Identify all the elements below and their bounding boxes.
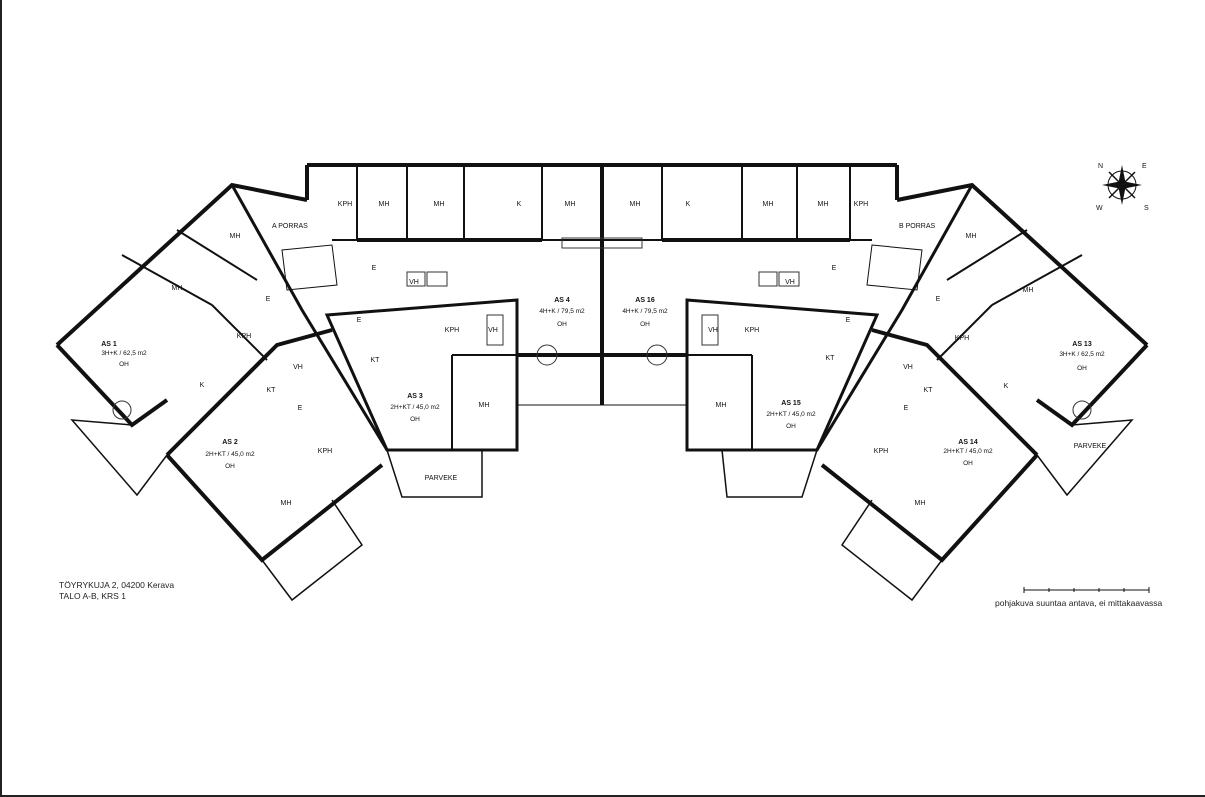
room-kph: KPH	[237, 333, 251, 340]
room-kt: KT	[924, 387, 934, 394]
room-k: K	[686, 201, 691, 208]
as4-oh: OH	[557, 321, 567, 328]
room-e: E	[904, 405, 909, 412]
as13-type: 3H+K / 62,5 m2	[1059, 351, 1105, 358]
as3-oh: OH	[410, 416, 420, 423]
room-e: E	[372, 265, 377, 272]
room-e: E	[357, 317, 362, 324]
as13-oh: OH	[1077, 365, 1087, 372]
as14-name: AS 14	[958, 439, 978, 446]
room-parveke: PARVEKE	[425, 475, 458, 482]
room-parveke: PARVEKE	[1074, 443, 1107, 450]
room-e: E	[936, 296, 941, 303]
compass-n: N	[1098, 163, 1103, 170]
as3-name: AS 3	[407, 393, 423, 400]
room-e: E	[832, 265, 837, 272]
compass-icon: N E S W	[1096, 163, 1149, 212]
room-mh: MH	[716, 402, 727, 409]
as16-name: AS 16	[635, 297, 655, 304]
room-vh: VH	[708, 327, 718, 334]
room-e: E	[266, 296, 271, 303]
as15-name: AS 15	[781, 400, 801, 407]
room-mh: MH	[966, 233, 977, 240]
room-vh: VH	[903, 364, 913, 371]
fixtures	[112, 237, 1092, 420]
as13-name: AS 13	[1072, 341, 1092, 348]
as3-type: 2H+KT / 45,0 m2	[390, 404, 440, 411]
scale-note: pohjakuva suuntaa antava, ei mittakaavas…	[995, 598, 1163, 608]
walls	[55, 163, 1149, 602]
room-kt: KT	[826, 355, 836, 362]
as4-type: 4H+K / 79,5 m2	[539, 308, 585, 315]
room-kph: KPH	[874, 448, 888, 455]
scale-bar	[1023, 587, 1150, 593]
room-mh: MH	[379, 201, 390, 208]
room-k: K	[1004, 383, 1009, 390]
as1-name: AS 1	[101, 341, 117, 348]
room-kph: KPH	[318, 448, 332, 455]
room-kph: KPH	[854, 201, 868, 208]
as14-type: 2H+KT / 45,0 m2	[943, 448, 993, 455]
room-mh: MH	[479, 402, 490, 409]
room-e: E	[846, 317, 851, 324]
room-mh: MH	[1023, 287, 1034, 294]
room-kph: KPH	[338, 201, 352, 208]
room-kph: KPH	[445, 327, 459, 334]
address-block: TÖYRYKUJA 2, 04200 Kerava TALO A-B, KRS …	[59, 580, 174, 602]
as15-oh: OH	[786, 423, 796, 430]
room-vh: VH	[293, 364, 303, 371]
room-mh: MH	[915, 500, 926, 507]
room-mh: MH	[630, 201, 641, 208]
room-kt: KT	[267, 387, 277, 394]
compass-s: S	[1144, 205, 1149, 212]
room-mh: MH	[434, 201, 445, 208]
room-vh: VH	[785, 279, 795, 286]
room-mh: MH	[818, 201, 829, 208]
as4-name: AS 4	[554, 297, 570, 304]
room-e: E	[298, 405, 303, 412]
as16-oh: OH	[640, 321, 650, 328]
room-k: K	[200, 382, 205, 389]
compass-w: W	[1096, 205, 1103, 212]
room-kt: KT	[371, 357, 381, 364]
room-mh: MH	[763, 201, 774, 208]
room-kph: KPH	[955, 335, 969, 342]
address-line1: TÖYRYKUJA 2, 04200 Kerava	[59, 580, 175, 590]
room-vh: VH	[409, 279, 419, 286]
room-vh: VH	[488, 327, 498, 334]
as2-name: AS 2	[222, 439, 238, 446]
room-mh: MH	[281, 500, 292, 507]
room-k: K	[517, 201, 522, 208]
as16-type: 4H+K / 79,5 m2	[622, 308, 668, 315]
stair-a-label: A PORRAS	[272, 223, 308, 230]
as1-type: 3H+K / 62,5 m2	[101, 350, 147, 357]
as2-oh: OH	[225, 463, 235, 470]
room-kph: KPH	[745, 327, 759, 334]
as1-oh: OH	[119, 361, 129, 368]
as2-type: 2H+KT / 45,0 m2	[205, 451, 255, 458]
room-mh: MH	[230, 233, 241, 240]
room-mh: MH	[172, 285, 183, 292]
as14-oh: OH	[963, 460, 973, 467]
stair-b-label: B PORRAS	[899, 223, 936, 230]
compass-e: E	[1142, 163, 1147, 170]
as15-type: 2H+KT / 45,0 m2	[766, 411, 816, 418]
room-mh: MH	[565, 201, 576, 208]
address-line2: TALO A-B, KRS 1	[59, 591, 126, 601]
